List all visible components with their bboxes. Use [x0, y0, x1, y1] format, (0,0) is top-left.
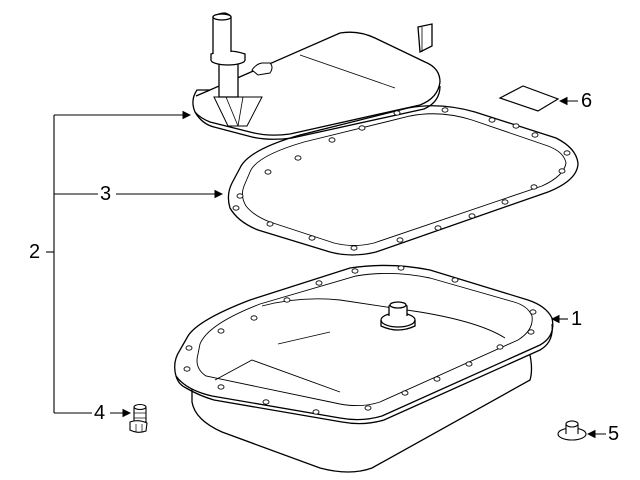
oil-pan [174, 264, 554, 473]
callout-1: 1 [571, 308, 583, 330]
callout-lines [46, 96, 606, 439]
callout-5: 5 [608, 423, 620, 445]
callout-2: 2 [29, 241, 41, 263]
label-plate [498, 85, 560, 112]
callout-6: 6 [581, 90, 593, 112]
callout-3: 3 [100, 183, 112, 205]
pan-gasket [227, 105, 579, 256]
transmission-filter [192, 12, 441, 140]
callout-4: 4 [94, 402, 106, 424]
pan-bolt [129, 403, 148, 433]
drain-plug [557, 420, 587, 441]
